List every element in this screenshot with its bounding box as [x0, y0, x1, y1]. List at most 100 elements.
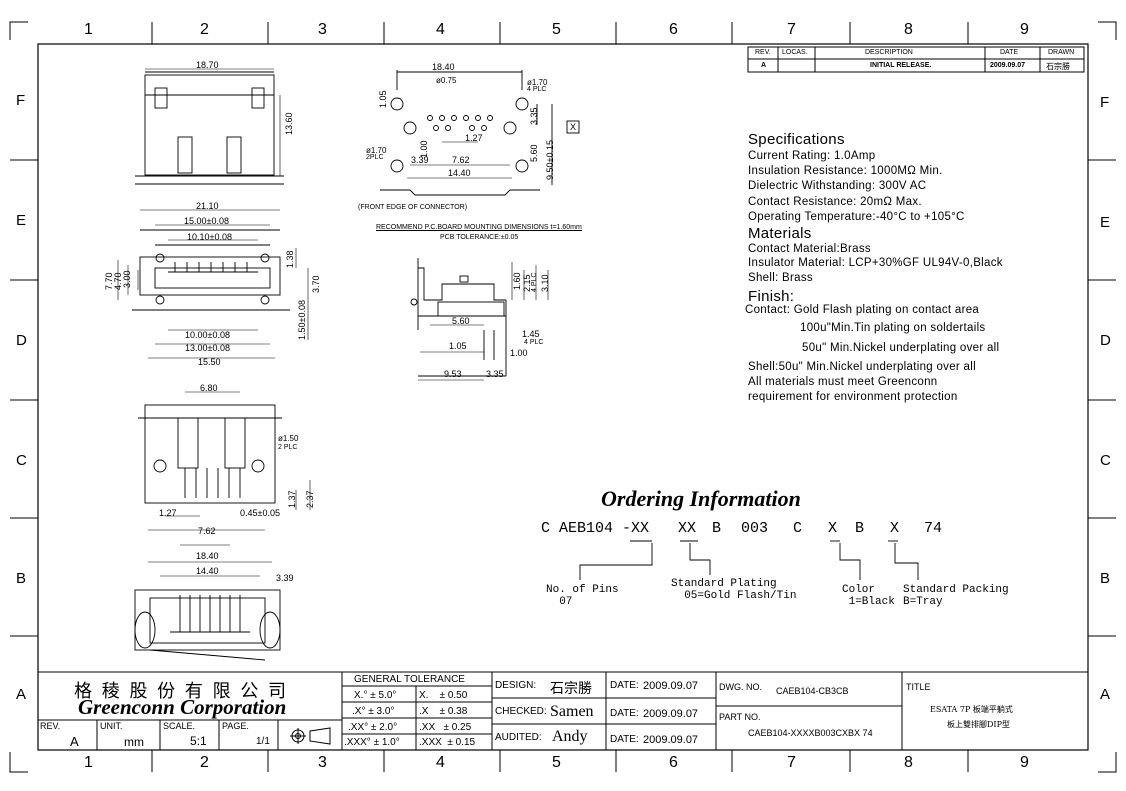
- part-no-value: CAEB104-XXXXB003CXBX 74: [748, 728, 873, 738]
- ordering-code-packing: X: [890, 520, 900, 537]
- page-value: 1/1: [256, 736, 270, 747]
- dim-label: 6.80: [200, 383, 218, 393]
- spec-line: Dielectric Withstanding: 300V AC: [748, 180, 927, 192]
- ordering-label-packing: Standard Packing B=Tray: [903, 584, 1009, 608]
- rev-header-description: DESCRIPTION: [865, 49, 913, 56]
- dim-label: 14.40: [448, 168, 471, 178]
- ordering-code-color: X: [828, 520, 838, 537]
- design-value: 石宗勝: [550, 681, 592, 697]
- dim-label: 4 PLC: [524, 339, 544, 346]
- grid-col-8: 8: [904, 21, 913, 38]
- grid-row-c: C: [16, 452, 27, 469]
- finish-line: All materials must meet Greenconn: [748, 376, 938, 388]
- finish-line: 100u"Min.Tin plating on soldertails: [800, 322, 986, 334]
- dim-label: 15.50: [198, 357, 221, 367]
- materials-line: Shell: Brass: [748, 272, 813, 284]
- checked-label: CHECKED:: [495, 706, 547, 717]
- grid-row-f-right: F: [1100, 94, 1110, 111]
- ordering-code-b: B: [712, 520, 722, 537]
- dim-label: 18.40: [196, 551, 219, 561]
- grid-col-5: 5: [552, 21, 561, 38]
- ordering-label-color: Color 1=Black: [842, 584, 895, 608]
- page-label: PAGE.: [222, 721, 249, 731]
- materials-line: Insulator Material: LCP+30%GF UL94V-0,Bl…: [748, 257, 1003, 269]
- materials-line: Contact Material:Brass: [748, 243, 871, 255]
- grid-col-9: 9: [1020, 21, 1029, 38]
- dim-label: 15.00±0.08: [184, 216, 229, 226]
- ordering-code-plating: XX: [678, 520, 697, 537]
- dim-label: 3.00: [122, 270, 132, 288]
- dim-label: 3.35: [529, 107, 539, 125]
- title-line-2: 板上雙排腳DIP型: [947, 720, 1010, 729]
- pcb-note: RECOMMEND P.C.BOARD MOUNTING DIMENSIONS …: [376, 224, 582, 231]
- dim-label: 1.60: [512, 272, 522, 290]
- dim-label: 4 PLC: [527, 86, 547, 93]
- dim-label: 18.70: [196, 60, 219, 70]
- datum-x-label: X: [570, 122, 577, 132]
- design-label: DESIGN:: [495, 680, 537, 691]
- rev-row-date: 2009.09.07: [990, 62, 1026, 69]
- dim-label: ø1.50: [278, 434, 299, 443]
- dim-label: 1.05: [449, 341, 467, 351]
- dwg-no-value: CAEB104-CB3CB: [776, 686, 849, 696]
- grid-row-c-right: C: [1100, 452, 1111, 469]
- grid-col-6: 6: [669, 21, 678, 38]
- unit-value: mm: [124, 735, 144, 749]
- date-label-1: DATE:: [610, 680, 639, 691]
- grid-row-b-right: B: [1100, 570, 1111, 587]
- scale-label: SCALE.: [163, 721, 196, 731]
- grid-col-2-bottom: 2: [200, 754, 209, 771]
- dim-label: ø0.75: [436, 76, 457, 85]
- date-value-2: 2009.09.07: [643, 708, 699, 720]
- dim-label: 2 PLC: [278, 444, 298, 451]
- tolerance-angle-0: X.° ± 5.0°: [354, 690, 397, 701]
- dim-label: 2PLC: [366, 154, 384, 161]
- grid-row-d: D: [16, 332, 27, 349]
- dim-label: 5.60: [529, 144, 539, 162]
- ordering-code-prefix: C AEB104 -XX: [541, 520, 650, 537]
- rev-header-rev: REV.: [755, 49, 771, 56]
- grid-row-d-right: D: [1100, 332, 1111, 349]
- dim-label: ø1.70: [527, 78, 548, 87]
- dim-label: 1.00: [510, 348, 528, 358]
- audited-label: AUDITED:: [495, 732, 542, 743]
- scale-value: 5:1: [190, 734, 207, 748]
- tolerance-linear-2: .XX ± 0.25: [419, 722, 472, 733]
- finish-line: 50u" Min.Nickel underplating over all: [802, 342, 1000, 354]
- date-label-3: DATE:: [610, 734, 639, 745]
- ordering-title: Ordering Information: [601, 486, 801, 511]
- ordering-code-74: 74: [924, 520, 943, 537]
- tolerance-angle-3: .XXX° ± 1.0°: [344, 737, 400, 748]
- finish-title: Finish:: [748, 288, 795, 305]
- rev-row-drawn: 石宗勝: [1046, 62, 1070, 71]
- rev-row-rev: A: [761, 62, 767, 69]
- grid-col-2: 2: [200, 21, 209, 38]
- tolerance-linear-1: .X ± 0.38: [419, 706, 468, 717]
- ordering-label-pins: No. of Pins 07: [546, 584, 619, 608]
- dim-label: 7.62: [198, 526, 216, 536]
- spec-line: Insulation Resistance: 1000MΩ Min.: [748, 165, 943, 177]
- rev-value: A: [70, 734, 79, 749]
- company-name-en: Greenconn Corporation: [78, 695, 287, 719]
- finish-line: Shell:50u" Min.Nickel underplating over …: [748, 361, 976, 373]
- tolerance-linear-0: X. ± 0.50: [419, 690, 468, 701]
- dim-label: 5.60: [452, 316, 470, 326]
- grid-row-b: B: [16, 570, 27, 587]
- grid-col-1: 1: [84, 21, 93, 38]
- date-value-1: 2009.09.07: [643, 680, 699, 692]
- dim-label: 3.35: [486, 369, 504, 379]
- dim-label: 2.37: [305, 490, 315, 508]
- title-line-1: ESATA 7P 板端平躺式: [930, 705, 1013, 714]
- rev-row-description: INITIAL RELEASE.: [870, 62, 932, 69]
- ordering-code-c: C: [793, 520, 803, 537]
- dim-label: 3.10: [540, 274, 550, 292]
- grid-row-a-right: A: [1100, 686, 1111, 703]
- grid-col-3: 3: [318, 21, 327, 38]
- grid-col-3-bottom: 3: [318, 754, 327, 771]
- ordering-code-b2: B: [855, 520, 865, 537]
- dim-label: 14.40: [196, 566, 219, 576]
- date-label-2: DATE:: [610, 708, 639, 719]
- dim-label: 0.45±0.05: [240, 508, 280, 518]
- rev-label: REV.: [40, 721, 61, 731]
